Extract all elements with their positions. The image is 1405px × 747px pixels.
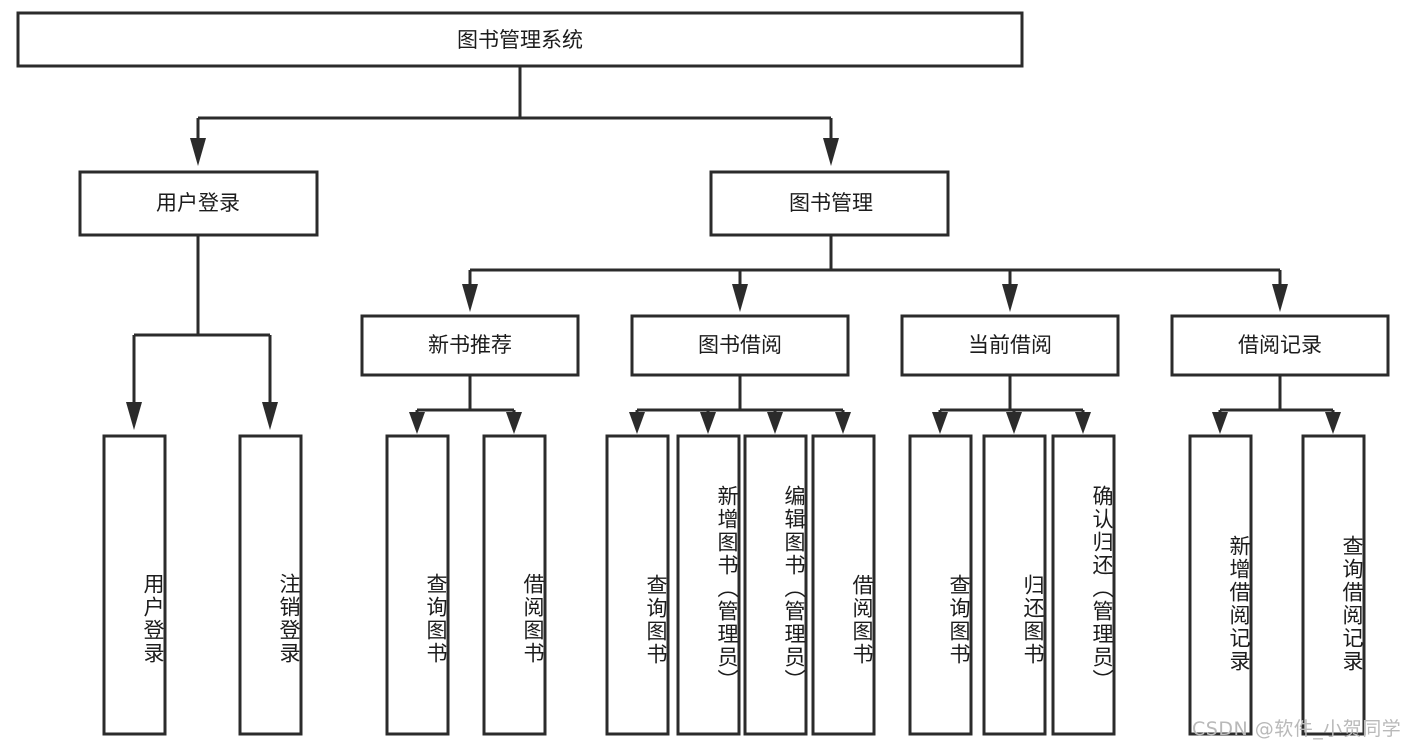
node-book-borrow[interactable]: 图书借阅 — [630, 314, 850, 377]
node-leaf-query-book-current-box[interactable] — [908, 434, 973, 736]
arrow-head-new-book-recommend — [462, 284, 478, 312]
node-borrow-record-box[interactable] — [1170, 314, 1390, 377]
node-borrow-record-label: 借阅记录 — [1238, 333, 1322, 357]
node-current-borrow-box[interactable] — [900, 314, 1120, 377]
node-root[interactable]: 图书管理系统 — [16, 11, 1024, 68]
node-leaf-edit-book-admin-box[interactable] — [743, 434, 808, 736]
node-leaf-query-borrow-record-box[interactable] — [1301, 434, 1366, 736]
node-book-manage[interactable]: 图书管理 — [709, 170, 950, 237]
node-new-book-recommend[interactable]: 新书推荐 — [360, 314, 580, 377]
arrow-head-leaf-return-book — [1006, 412, 1022, 434]
arrow-head-current-borrow — [1002, 284, 1018, 312]
node-leaf-query-book-borrow-box[interactable] — [605, 434, 670, 736]
node-leaf-add-book-admin-box[interactable] — [676, 434, 741, 736]
node-borrow-record[interactable]: 借阅记录 — [1170, 314, 1390, 377]
node-root-box[interactable] — [16, 11, 1024, 68]
node-leaf-add-borrow-record-box[interactable] — [1188, 434, 1253, 736]
arrow-head-leaf-query-book-rec — [409, 412, 425, 434]
node-leaf-logout-box[interactable] — [238, 434, 303, 736]
arrow-head-user-login — [190, 138, 206, 166]
node-leaf-confirm-return-admin-box[interactable] — [1051, 434, 1116, 736]
node-root-label: 图书管理系统 — [457, 28, 583, 52]
arrow-head-leaf-query-book-borrow — [629, 412, 645, 434]
node-user-login[interactable]: 用户登录 — [78, 170, 319, 237]
connector-group-current-borrow — [932, 375, 1091, 434]
arrow-head-book-manage — [823, 138, 839, 166]
node-current-borrow[interactable]: 当前借阅 — [900, 314, 1120, 377]
node-book-manage-box[interactable] — [709, 170, 950, 237]
arrow-head-book-borrow — [732, 284, 748, 312]
connector-group-book-borrow — [629, 375, 851, 434]
arrow-head-leaf-user-login — [126, 402, 142, 430]
node-new-book-recommend-label: 新书推荐 — [428, 333, 512, 357]
arrow-head-leaf-add-book-admin — [700, 412, 716, 434]
node-leaf-query-book-rec-box[interactable] — [385, 434, 450, 736]
arrow-head-borrow-record — [1272, 284, 1288, 312]
arrow-head-leaf-confirm-return-admin — [1075, 412, 1091, 434]
leaf-boxes — [102, 434, 1366, 736]
node-book-borrow-label: 图书借阅 — [698, 333, 782, 357]
arrow-head-leaf-query-borrow-record — [1325, 412, 1341, 434]
arrow-head-leaf-borrow-book-rec — [506, 412, 522, 434]
connector-group-root — [190, 66, 839, 166]
node-leaf-borrow-book-box[interactable] — [811, 434, 876, 736]
node-current-borrow-label: 当前借阅 — [968, 333, 1052, 357]
node-user-login-label: 用户登录 — [156, 191, 240, 215]
node-leaf-return-book-box[interactable] — [982, 434, 1047, 736]
arrow-head-leaf-add-borrow-record — [1212, 412, 1228, 434]
arrow-head-leaf-borrow-book — [835, 412, 851, 434]
arrow-head-leaf-edit-book-admin — [767, 412, 783, 434]
node-new-book-recommend-box[interactable] — [360, 314, 580, 377]
arrow-head-leaf-query-book-current — [932, 412, 948, 434]
node-user-login-box[interactable] — [78, 170, 319, 237]
connector-group-user-login — [126, 235, 278, 430]
node-leaf-borrow-book-rec-box[interactable] — [482, 434, 547, 736]
arrow-head-leaf-logout — [262, 402, 278, 430]
connector-group-borrow-record — [1212, 375, 1341, 434]
connector-group-book-manage — [462, 235, 1288, 312]
node-leaf-user-login-box[interactable] — [102, 434, 167, 736]
csdn-watermark: CSDN @软件_小贺同学 — [1192, 718, 1402, 740]
connector-group-new-book-recommend — [409, 375, 522, 434]
node-book-manage-label: 图书管理 — [789, 191, 873, 215]
node-book-borrow-box[interactable] — [630, 314, 850, 377]
